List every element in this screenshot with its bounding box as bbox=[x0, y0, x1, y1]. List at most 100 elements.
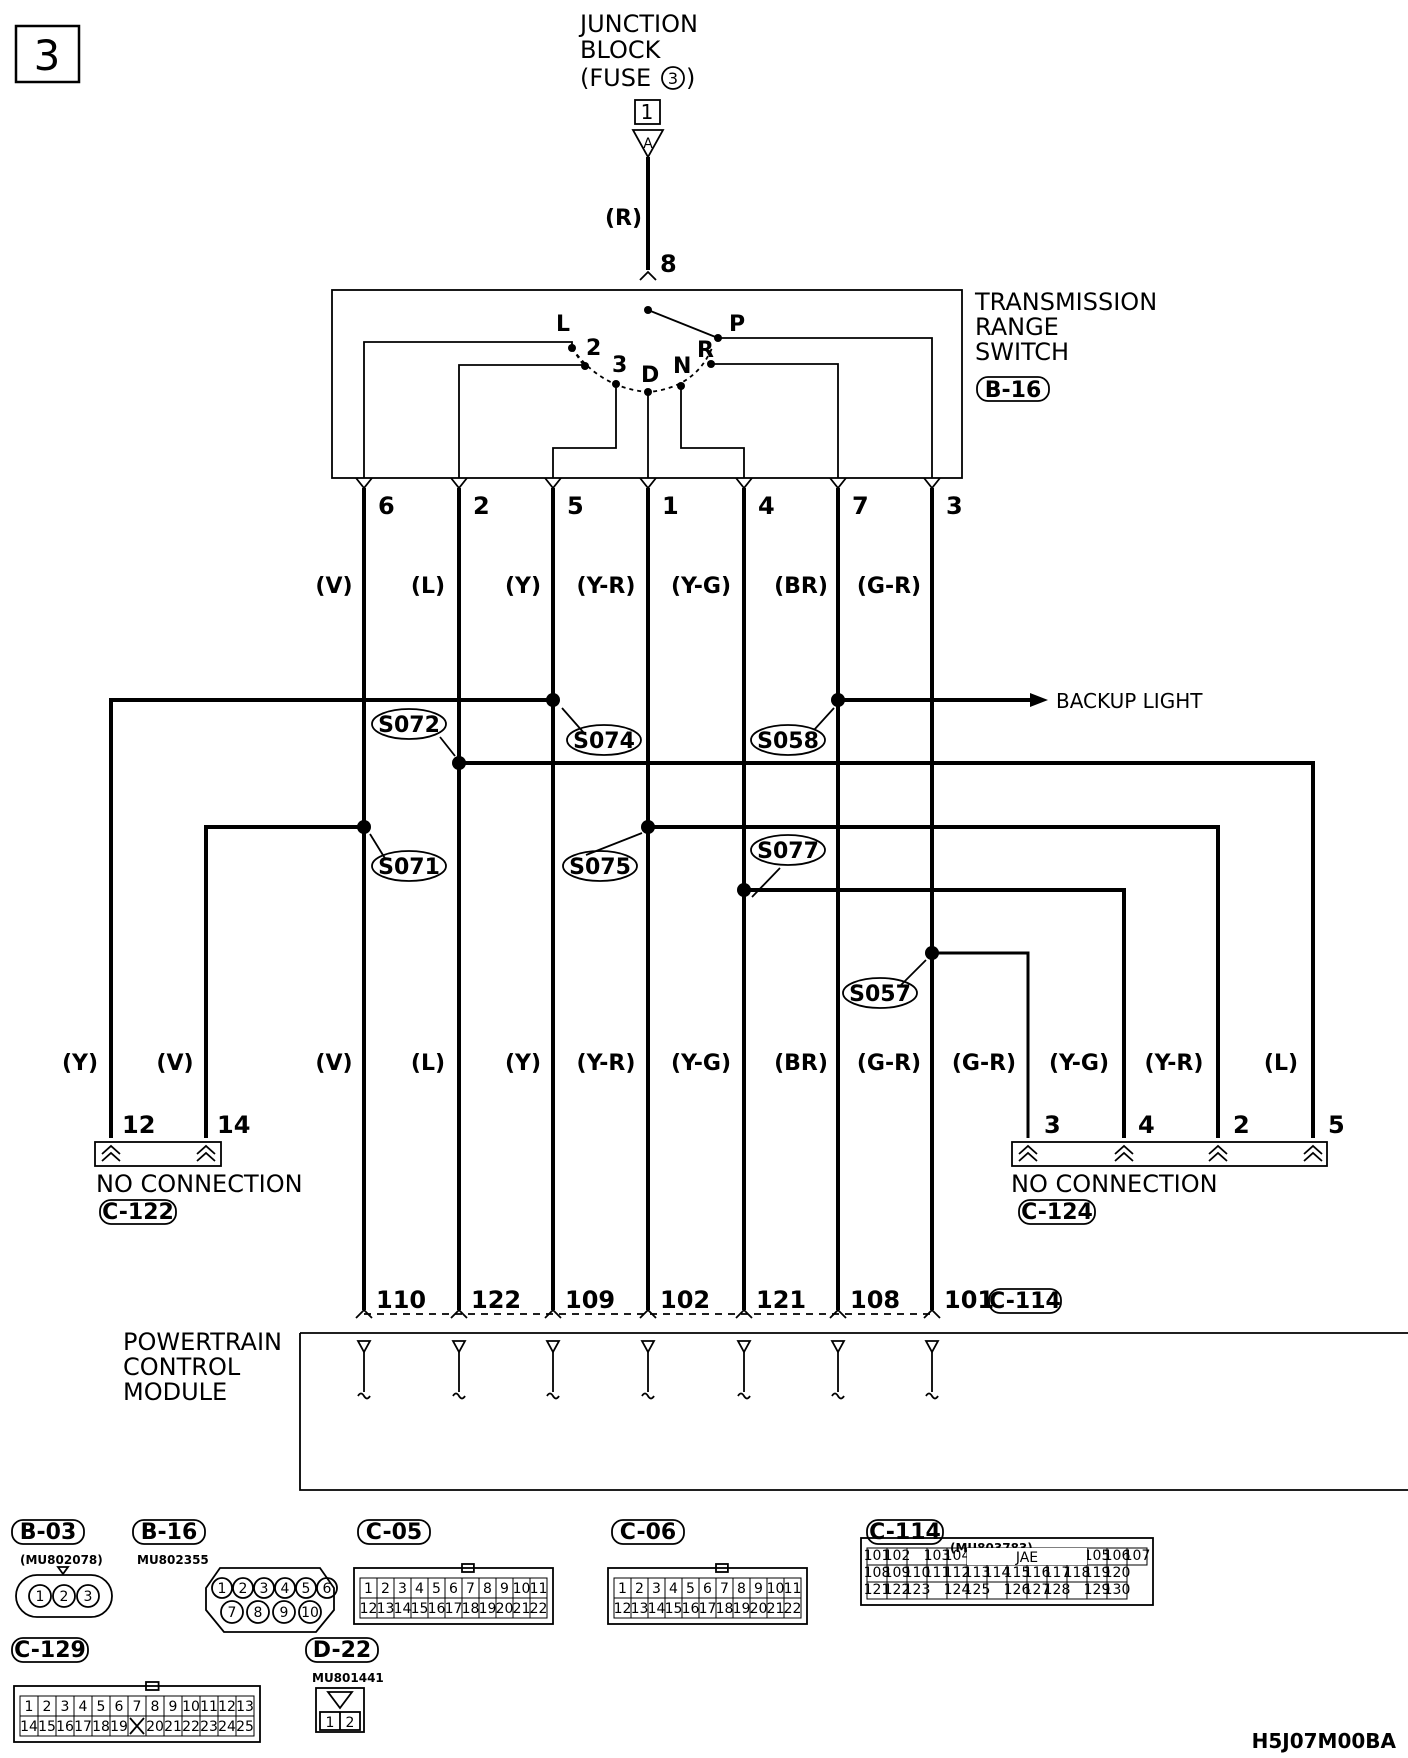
c129-pin: 6 bbox=[115, 1699, 124, 1715]
c06-badge bbox=[611, 1519, 685, 1545]
wire-color-bottom-6: (Y-R) bbox=[577, 1051, 636, 1076]
c114-pin: 101 bbox=[864, 1548, 891, 1564]
switch-pin-5: 5 bbox=[567, 492, 584, 520]
d22-pin-1: 1 bbox=[326, 1715, 335, 1731]
c122-arrow-14 bbox=[196, 1145, 216, 1162]
d22-pin-2: 2 bbox=[346, 1715, 355, 1731]
c05-pin: 15 bbox=[411, 1601, 429, 1617]
c05-pin: 17 bbox=[445, 1601, 463, 1617]
switch-pin-6: 6 bbox=[378, 492, 395, 520]
c114-pin: 130 bbox=[1104, 1582, 1131, 1598]
c129-pin: 11 bbox=[200, 1699, 218, 1715]
b16-pin: 7 bbox=[228, 1605, 237, 1621]
pcm-pin-109: 109 bbox=[565, 1286, 615, 1314]
junction-block-label-3a: (FUSE bbox=[580, 64, 651, 92]
c114-pin: 125 bbox=[964, 1582, 991, 1598]
b16-pin: 4 bbox=[281, 1581, 290, 1597]
junction-block-label-1: JUNCTION bbox=[578, 10, 698, 38]
c124-connector-box bbox=[1011, 1141, 1328, 1167]
c129-pin: 5 bbox=[97, 1699, 106, 1715]
c114-pin: 126 bbox=[1004, 1582, 1031, 1598]
c122-note: NO CONNECTION bbox=[96, 1170, 303, 1198]
c129-pin: 25 bbox=[236, 1719, 254, 1735]
wire-color-top-3: (Y) bbox=[505, 574, 541, 599]
wire-color-top-2: (L) bbox=[411, 574, 445, 599]
switch-connector: B-16 bbox=[985, 378, 1042, 403]
c114-pin: 114 bbox=[984, 1565, 1011, 1581]
junction-block-label-3b: ) bbox=[686, 64, 695, 92]
c122-badge bbox=[99, 1199, 177, 1225]
c05-pin: 10 bbox=[513, 1581, 531, 1597]
junction-connector-letter: A bbox=[643, 136, 653, 152]
switch-input-pin: 8 bbox=[660, 250, 677, 278]
splice-s058-badge bbox=[750, 724, 826, 756]
c114-pin: 121 bbox=[864, 1582, 891, 1598]
c124-arrow-5 bbox=[1303, 1145, 1323, 1162]
page-number-box bbox=[14, 24, 81, 84]
position-2: 2 bbox=[586, 336, 601, 361]
wire-color-bottom-10: (G-R) bbox=[952, 1051, 1016, 1076]
c129-pin: 4 bbox=[79, 1699, 88, 1715]
wire-color-bottom-11: (Y-G) bbox=[1049, 1051, 1109, 1076]
wire-color-bottom-12: (Y-R) bbox=[1145, 1051, 1204, 1076]
c06-pin: 2 bbox=[635, 1581, 644, 1597]
backup-light-label: BACKUP LIGHT bbox=[1056, 689, 1203, 713]
c05-pin: 22 bbox=[530, 1601, 548, 1617]
c114-pin: 103 bbox=[924, 1548, 951, 1564]
junction-block-label-2: BLOCK bbox=[580, 36, 662, 64]
b03-face bbox=[15, 1574, 113, 1618]
c05-pin: 19 bbox=[479, 1601, 497, 1617]
splice-s057-badge bbox=[842, 977, 918, 1009]
c114-pin: 102 bbox=[884, 1548, 911, 1564]
c114-pin: 127 bbox=[1024, 1582, 1051, 1598]
bottom-wire-colors: (Y) (V) (V) (L) (Y) (Y-R) (Y-G) (BR) (G-… bbox=[62, 1051, 1298, 1076]
c05-pin: 8 bbox=[483, 1581, 492, 1597]
c114-connector: C-114 bbox=[989, 1289, 1061, 1314]
junction-pin: 1 bbox=[641, 100, 654, 124]
c122-pin-12: 12 bbox=[122, 1111, 155, 1139]
b16-badge bbox=[132, 1519, 206, 1545]
pcm-label-3: MODULE bbox=[123, 1378, 227, 1406]
b03-pin-3: 3 bbox=[84, 1589, 93, 1605]
c129-pin: 24 bbox=[218, 1719, 236, 1735]
c114-pin: 105 bbox=[1084, 1548, 1111, 1564]
figure-code: H5J07M00BA bbox=[1252, 1729, 1397, 1753]
fuse-number: 3 bbox=[668, 69, 678, 88]
c129-pin: 12 bbox=[218, 1699, 236, 1715]
transmission-range-switch-box bbox=[331, 289, 963, 479]
wire-color-bottom-9: (G-R) bbox=[857, 1051, 921, 1076]
c114-pin: 113 bbox=[964, 1565, 991, 1581]
c05-pin: 7 bbox=[466, 1581, 475, 1597]
c05-pin: 1 bbox=[364, 1581, 373, 1597]
b03-pin-1: 1 bbox=[36, 1589, 45, 1605]
c06-pin: 22 bbox=[784, 1601, 802, 1617]
splice-s075: S075 bbox=[569, 855, 631, 880]
c06-pin: 20 bbox=[750, 1601, 768, 1617]
c114-pin: 117 bbox=[1044, 1565, 1071, 1581]
switch-pin-3: 3 bbox=[946, 492, 963, 520]
c114-pin: 112 bbox=[944, 1565, 971, 1581]
wire-color-bottom-3: (V) bbox=[315, 1051, 352, 1076]
wire-color-bottom-5: (Y) bbox=[505, 1051, 541, 1076]
c129-pin: 9 bbox=[169, 1699, 178, 1715]
c122-pin-14: 14 bbox=[217, 1111, 250, 1139]
wire-color-bottom-13: (L) bbox=[1264, 1051, 1298, 1076]
splice-s057: S057 bbox=[849, 982, 911, 1007]
c114-face-badge bbox=[866, 1519, 944, 1545]
c114-pin: 111 bbox=[924, 1565, 951, 1581]
c129-pin: 16 bbox=[56, 1719, 74, 1735]
c05-pin: 18 bbox=[462, 1601, 480, 1617]
c122-connector: C-122 bbox=[102, 1200, 174, 1225]
c06-pin: 15 bbox=[665, 1601, 683, 1617]
b16-pin: 6 bbox=[323, 1581, 332, 1597]
c114-pin: 128 bbox=[1044, 1582, 1071, 1598]
c06-pin: 5 bbox=[686, 1581, 695, 1597]
c129-pin: 2 bbox=[43, 1699, 52, 1715]
c06-pin: 13 bbox=[631, 1601, 649, 1617]
c129-pin: 22 bbox=[182, 1719, 200, 1735]
splice-s058: S058 bbox=[757, 729, 819, 754]
c129-pin: 13 bbox=[236, 1699, 254, 1715]
c124-arrow-4 bbox=[1114, 1145, 1134, 1162]
